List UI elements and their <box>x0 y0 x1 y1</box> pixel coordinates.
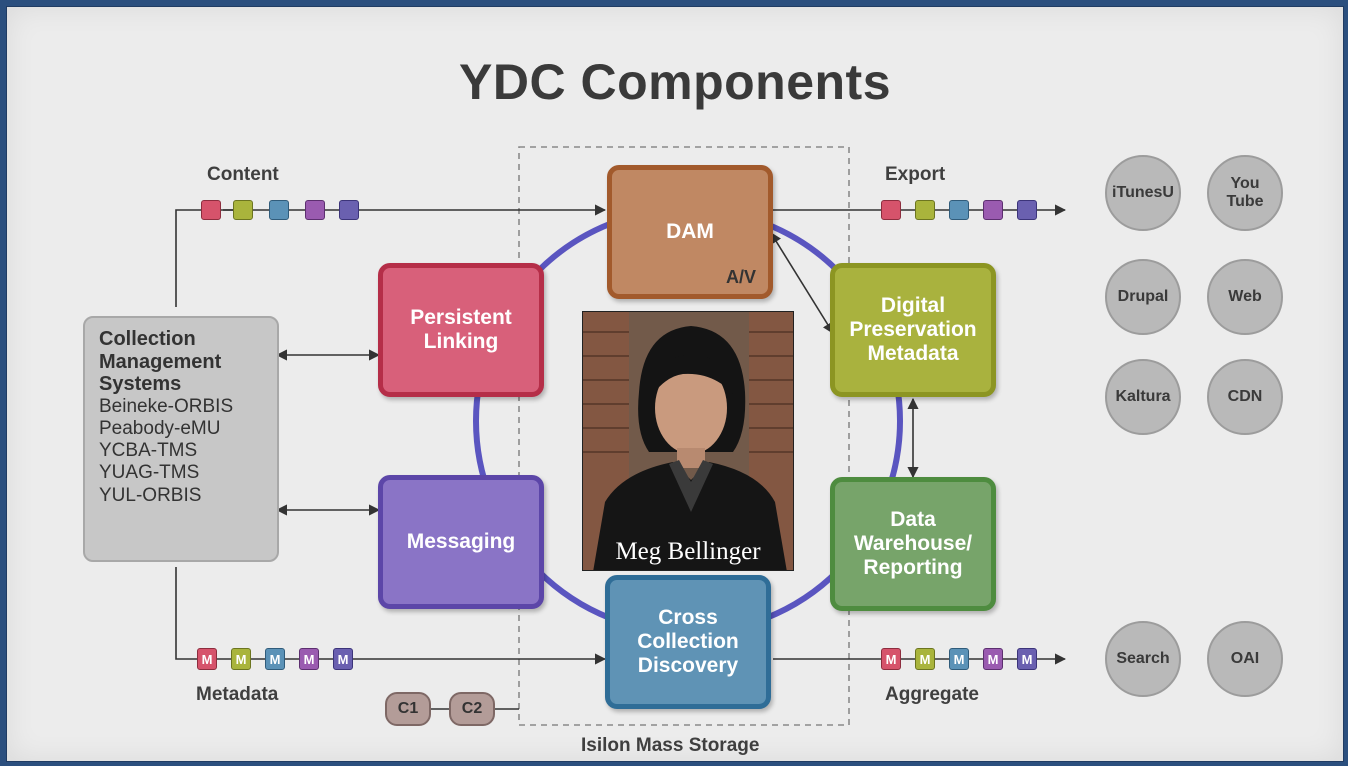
output-youtube[interactable]: You Tube <box>1207 155 1283 231</box>
export-block-red <box>881 200 901 220</box>
cms-heading-2: Management <box>99 350 222 373</box>
data-warehouse-line1: Data <box>890 507 936 531</box>
data-warehouse-box[interactable]: Data Warehouse/ Reporting <box>830 477 996 611</box>
aggregate-label: Aggregate <box>885 684 979 705</box>
export-block-purple <box>983 200 1003 220</box>
digital-preservation-line1: Digital <box>880 293 946 317</box>
dam-preservation-arrow <box>770 232 834 334</box>
aggregate-block-olive: M <box>915 648 935 670</box>
content-block-indigo <box>339 200 359 220</box>
content-block-purple <box>305 200 325 220</box>
persistent-linking-box[interactable]: Persistent Linking <box>378 263 544 397</box>
cross-collection-box[interactable]: Cross Collection Discovery <box>605 575 771 709</box>
slide: YDC Components Content Export Metadata A… <box>6 6 1344 762</box>
output-web[interactable]: Web <box>1207 259 1283 335</box>
cross-collection-line1: Cross <box>658 605 718 629</box>
output-cdn[interactable]: CDN <box>1207 359 1283 435</box>
collection-management-systems[interactable]: Collection Management Systems Beineke-OR… <box>83 316 279 562</box>
persistent-linking-line1: Persistent <box>410 305 512 329</box>
cms-item: YUAG-TMS <box>99 462 200 484</box>
output-drupal[interactable]: Drupal <box>1105 259 1181 335</box>
messaging-box[interactable]: Messaging <box>378 475 544 609</box>
aggregate-block-blue: M <box>949 648 969 670</box>
digital-preservation-line2: Preservation <box>849 317 977 341</box>
page-title: YDC Components <box>459 54 891 110</box>
aggregate-block-red: M <box>881 648 901 670</box>
messaging-label: Messaging <box>406 529 516 553</box>
export-block-indigo <box>1017 200 1037 220</box>
content-block-olive <box>233 200 253 220</box>
cross-collection-line2: Collection <box>637 629 739 653</box>
storage-boundary <box>518 146 850 726</box>
metadata-block-olive: M <box>231 648 251 670</box>
digital-preservation-box[interactable]: Digital Preservation Metadata <box>830 263 996 397</box>
digital-preservation-line3: Metadata <box>867 342 959 366</box>
cms-heading-1: Collection <box>99 328 196 350</box>
storage-label: Isilon Mass Storage <box>581 735 760 756</box>
aggregate-block-purple: M <box>983 648 1003 670</box>
portrait-image <box>583 312 793 570</box>
cms-item: Beineke-ORBIS <box>99 395 234 417</box>
metadata-label: Metadata <box>196 684 279 705</box>
persistent-linking-line2: Linking <box>423 330 499 353</box>
cms-item: Peabody-eMU <box>99 418 221 439</box>
output-oai[interactable]: OAI <box>1207 621 1283 697</box>
output-kaltura[interactable]: Kaltura <box>1105 359 1181 435</box>
cms-item: YUL-ORBIS <box>99 484 202 506</box>
export-block-olive <box>915 200 935 220</box>
metadata-flow-line <box>175 567 607 665</box>
data-warehouse-line3: Reporting <box>863 556 963 580</box>
dam-label: DAM <box>666 219 714 243</box>
dam-box[interactable]: DAM A/V <box>607 165 773 299</box>
export-block-blue <box>949 200 969 220</box>
output-youtube-label: You Tube <box>1226 175 1264 210</box>
metadata-block-blue: M <box>265 648 285 670</box>
cache-c2: C2 <box>449 692 495 726</box>
metadata-block-purple: M <box>299 648 319 670</box>
photo-caption: Meg Bellinger <box>615 538 761 565</box>
output-itunesu[interactable]: iTunesU <box>1105 155 1181 231</box>
output-search[interactable]: Search <box>1105 621 1181 697</box>
cache-c1: C1 <box>385 692 431 726</box>
aggregate-block-indigo: M <box>1017 648 1037 670</box>
portrait-photo: Meg Bellinger <box>582 311 794 571</box>
metadata-block-red: M <box>197 648 217 670</box>
content-label: Content <box>207 164 279 185</box>
data-warehouse-line2: Warehouse/ <box>853 531 973 555</box>
content-flow-line <box>175 204 607 307</box>
content-block-red <box>201 200 221 220</box>
cms-heading-3: Systems <box>99 373 182 396</box>
cross-collection-line3: Discovery <box>637 654 739 678</box>
export-label: Export <box>885 164 946 185</box>
content-block-blue <box>269 200 289 220</box>
cms-item: YCBA-TMS <box>99 440 198 462</box>
metadata-block-indigo: M <box>333 648 353 670</box>
dam-sublabel: A/V <box>725 267 756 288</box>
